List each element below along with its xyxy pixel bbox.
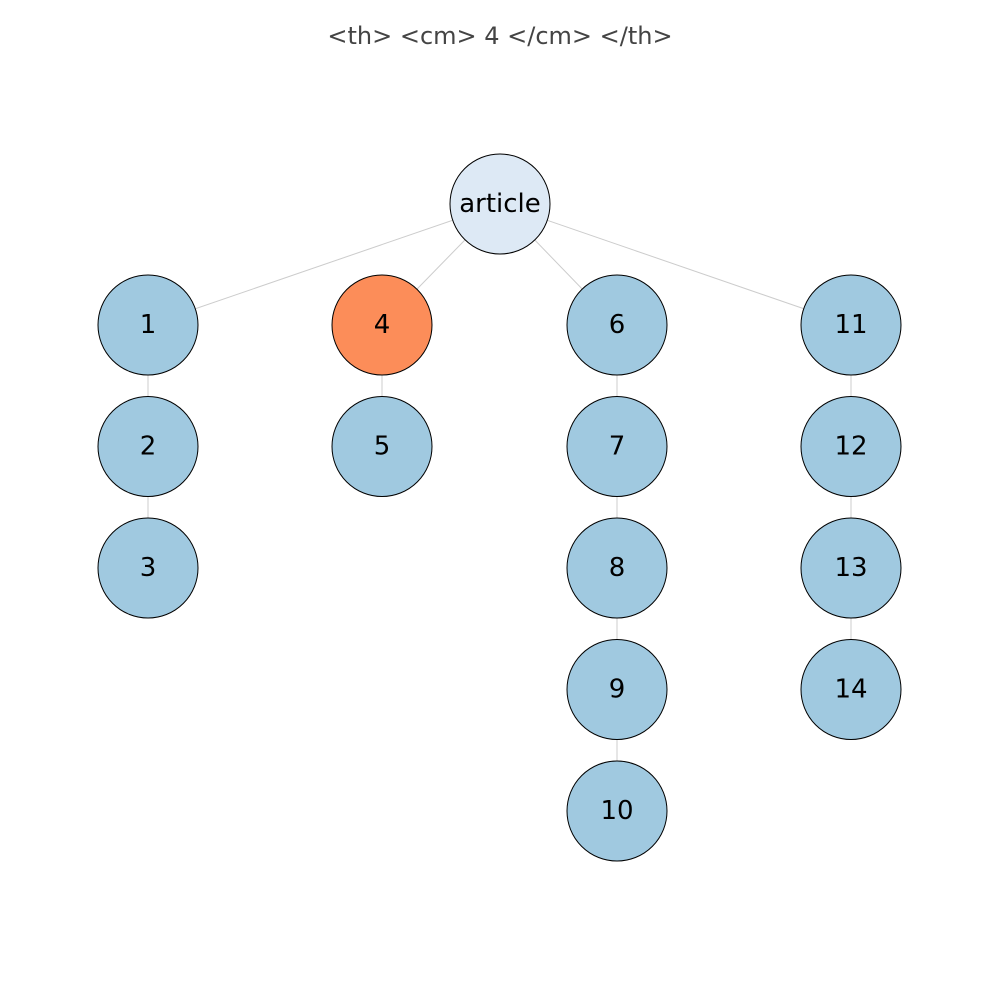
node-5-circle xyxy=(331,396,433,497)
node-13-label: 13 xyxy=(834,553,867,583)
node-2: 2 xyxy=(97,396,199,497)
node-5-label: 5 xyxy=(374,432,391,462)
node-article: article xyxy=(449,153,551,255)
node-12-label: 12 xyxy=(834,432,867,462)
node-7-circle xyxy=(566,396,668,497)
node-4-circle xyxy=(331,274,433,376)
node-14-label: 14 xyxy=(834,675,867,705)
node-article-label: article xyxy=(459,189,541,219)
node-6: 6 xyxy=(566,274,668,376)
node-4-label: 4 xyxy=(374,310,391,340)
node-11-label: 11 xyxy=(834,310,867,340)
node-2-label: 2 xyxy=(140,432,157,462)
diagram-title: <th> <cm> 4 </cm> </th> xyxy=(327,22,673,50)
node-12: 12 xyxy=(800,396,902,497)
edge-root-1 xyxy=(147,203,501,326)
node-13-circle xyxy=(800,517,902,619)
node-6-label: 6 xyxy=(609,310,626,340)
node-14-circle xyxy=(800,639,902,740)
node-1: 1 xyxy=(97,274,199,376)
node-9-circle xyxy=(566,639,668,740)
node-1-circle xyxy=(97,274,199,376)
node-7-label: 7 xyxy=(609,432,626,462)
node-6-circle xyxy=(566,274,668,376)
node-3: 3 xyxy=(97,517,199,619)
node-7: 7 xyxy=(566,396,668,497)
node-11-circle xyxy=(800,274,902,376)
node-10-circle xyxy=(566,760,668,862)
node-12-circle xyxy=(800,396,902,497)
node-8-circle xyxy=(566,517,668,619)
node-9: 9 xyxy=(566,639,668,740)
node-1-label: 1 xyxy=(140,310,157,340)
node-8-label: 8 xyxy=(609,553,626,583)
node-9-label: 9 xyxy=(609,675,626,705)
edges-layer xyxy=(147,203,852,811)
node-13: 13 xyxy=(800,517,902,619)
node-3-circle xyxy=(97,517,199,619)
node-8: 8 xyxy=(566,517,668,619)
node-10-label: 10 xyxy=(600,796,633,826)
node-10: 10 xyxy=(566,760,668,862)
node-11: 11 xyxy=(800,274,902,376)
node-4: 4 xyxy=(331,274,433,376)
node-2-circle xyxy=(97,396,199,497)
edge-root-11 xyxy=(499,203,852,326)
node-article-circle xyxy=(449,153,551,255)
node-5: 5 xyxy=(331,396,433,497)
node-3-label: 3 xyxy=(140,553,157,583)
node-14: 14 xyxy=(800,639,902,740)
